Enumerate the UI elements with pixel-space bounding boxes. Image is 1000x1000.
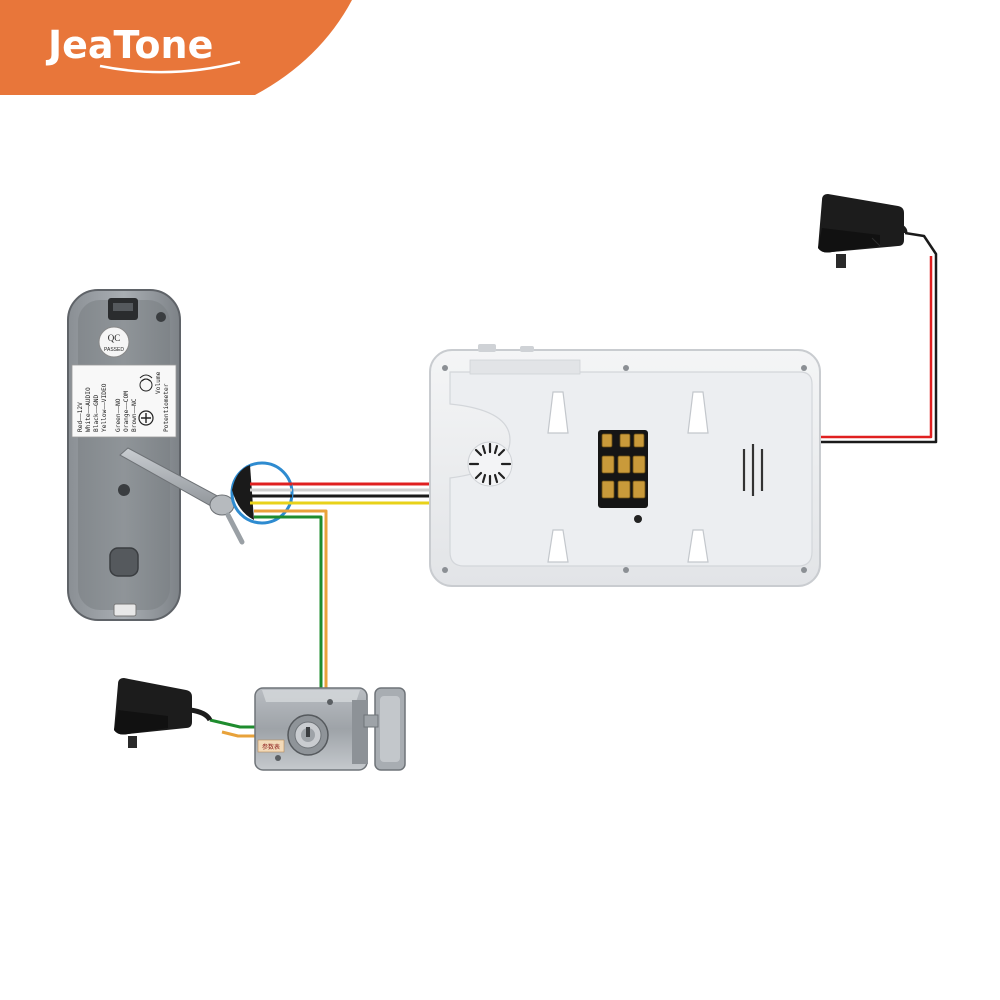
hanger-slot [687, 391, 709, 434]
terminal-connector [619, 433, 631, 448]
camera-bottom-socket [109, 547, 139, 577]
terminal-connector [633, 433, 645, 448]
monitor-screw [442, 567, 448, 573]
camera-wiring-label: Red——12V White——AUDIO Black——GND Yellow—… [71, 364, 177, 438]
indoor-monitor-rear [429, 344, 821, 587]
monitor-top-port-left [478, 344, 496, 352]
power-adapter-icon [818, 194, 908, 268]
monitor-vent [742, 444, 764, 496]
monitor-power-wire-black [636, 231, 938, 444]
speaker-grille-icon [467, 441, 513, 487]
cable-joint [209, 494, 235, 516]
monitor-screw [801, 567, 807, 573]
qc-sticker-title: QC [108, 333, 121, 343]
lock-side-panel [352, 700, 368, 764]
monitor-screw [623, 365, 629, 371]
label-line-green: Green——NO [115, 398, 122, 432]
camera-mounting-hole [118, 484, 130, 496]
lock-spec-sticker [257, 739, 285, 753]
label-line-yellow: Yellow——VIDEO [101, 383, 108, 432]
camera-screw-top [156, 312, 166, 322]
lock-top-face [262, 690, 360, 702]
brand-swoosh [99, 60, 241, 74]
label-line-orange: Orange——COM [123, 391, 130, 432]
terminal-connector [632, 455, 646, 474]
monitor-top-label [469, 359, 581, 375]
brand-banner-shape [0, 0, 352, 95]
terminal-block-icon [598, 430, 648, 508]
plus-adjust-icon [138, 410, 154, 426]
wall-hanger-slots [547, 391, 709, 563]
terminal-connector [601, 480, 615, 499]
hanger-slot [547, 529, 569, 563]
cable-split-tail [225, 512, 245, 545]
camera-top-latch-slot [113, 303, 133, 311]
terminal-connector [632, 480, 646, 499]
electric-lock: 参数表 [254, 687, 406, 771]
hanger-slot [547, 391, 569, 434]
camera-bottom-clip [113, 603, 137, 617]
terminal-connector [617, 480, 631, 499]
monitor-screw [801, 365, 807, 371]
qc-sticker: QC PASSED [98, 326, 130, 358]
outdoor-camera-unit: QC PASSED Red——12V White——AUDIO Black——G… [67, 289, 245, 621]
lock-cylinder-icon [287, 714, 329, 756]
label-line-white: White——AUDIO [85, 387, 92, 432]
terminal-connector [617, 455, 631, 474]
terminal-connector [601, 455, 615, 474]
lock-bolt-face [380, 696, 400, 762]
lock-spec-sticker-text: 参数表 [262, 743, 280, 751]
terminal-connector [601, 433, 613, 448]
monitor-top-port-right [520, 346, 534, 352]
monitor-power-adapter [818, 194, 908, 268]
brand-banner: JeaTone [0, 0, 352, 95]
monitor-reset-hole [634, 515, 642, 523]
lock-bolt-arm [363, 714, 379, 728]
hanger-slot [687, 529, 709, 563]
brand-logo: JeaTone [45, 23, 213, 67]
volume-dial-icon [139, 374, 153, 392]
label-line-volume: Volume [155, 371, 162, 394]
label-line-red: Red——12V [77, 402, 84, 432]
monitor-screw [623, 567, 629, 573]
label-line-brown: Brown——NC [131, 398, 138, 432]
qc-sticker-passed: PASSED [104, 347, 124, 353]
power-adapter-icon [114, 678, 213, 748]
lock-screw-bottom [275, 755, 281, 761]
wire-zoom-magnifier [230, 461, 294, 525]
label-line-black: Black——GND [93, 394, 100, 432]
label-line-potentiometer: Potentiometer [163, 383, 170, 432]
lock-screw-top [327, 699, 333, 705]
lock-power-adapter [114, 678, 213, 748]
monitor-screw [442, 365, 448, 371]
